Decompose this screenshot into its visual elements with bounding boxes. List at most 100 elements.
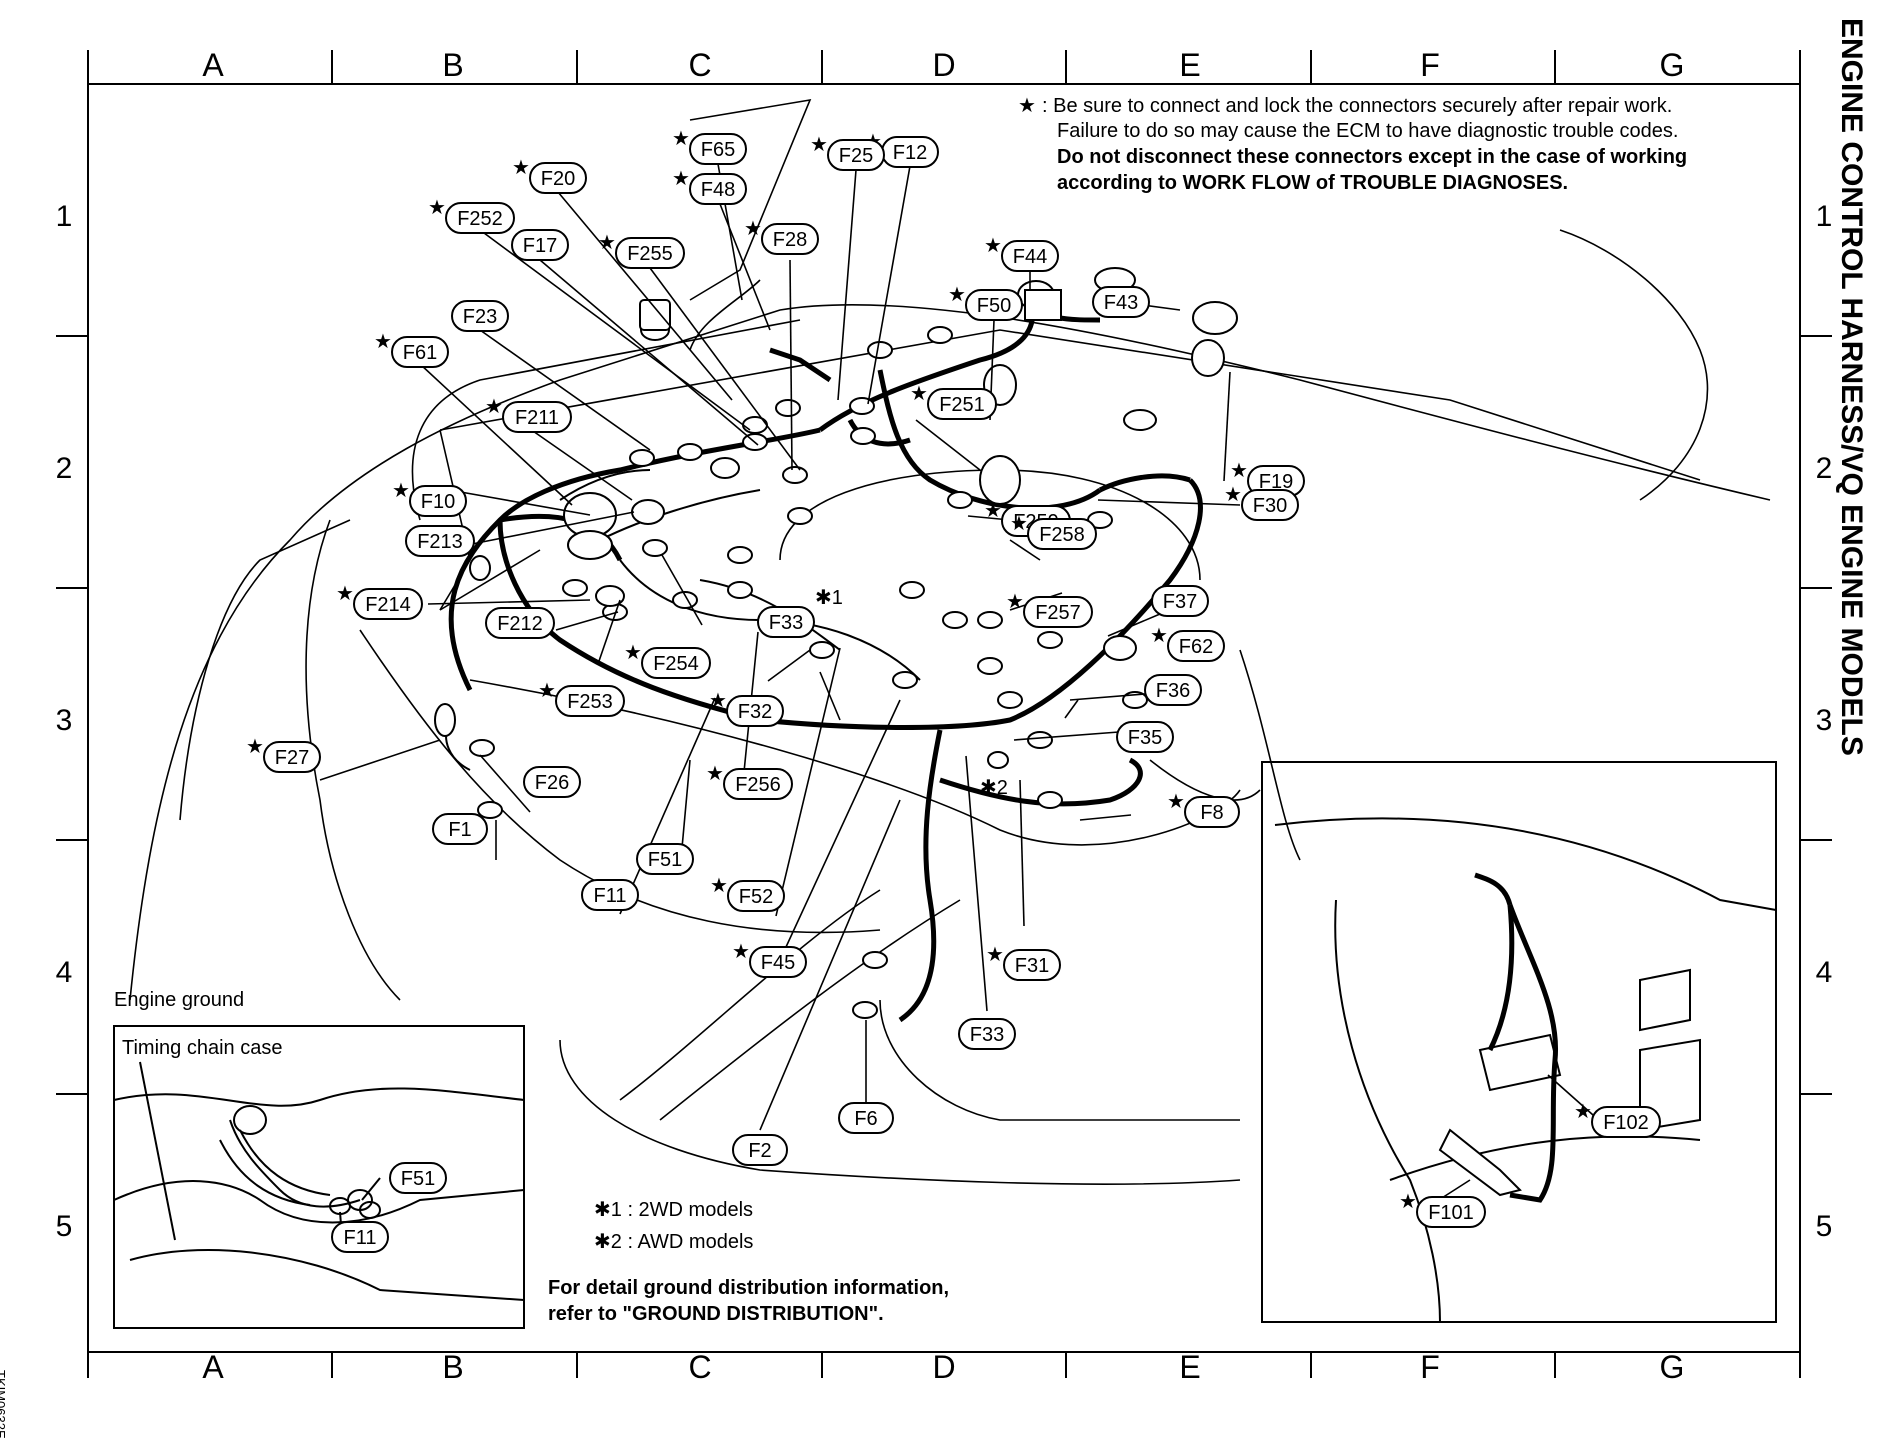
connector-label-frame	[409, 485, 467, 517]
connector-f102: F102 ★	[1574, 1101, 1661, 1138]
connector-f31: F31★	[986, 944, 1061, 981]
connector-f101: F101★	[1399, 1191, 1486, 1228]
connector-label-frame	[502, 401, 572, 433]
star-icon: ★	[1399, 1191, 1417, 1213]
connector-f258: F258★	[1010, 513, 1097, 550]
connector-label-text: F251	[939, 394, 985, 416]
star-icon: ★	[1574, 1101, 1592, 1123]
star-icon: ★	[1150, 625, 1168, 647]
connector-f8: F8★	[1167, 791, 1240, 828]
mark-2: ✱2	[980, 777, 1008, 799]
connector-f61: F61★	[374, 331, 449, 368]
star-icon: ★	[986, 944, 1004, 966]
connector-label-text: F255	[627, 243, 673, 265]
star-icon: ★	[984, 235, 1002, 257]
connector-label-text: F37	[1163, 591, 1197, 613]
star-icon: ★	[910, 383, 928, 405]
connector-label-frame	[1092, 286, 1150, 318]
star-icon: ★	[392, 480, 410, 502]
star-icon: ★	[1010, 513, 1028, 535]
star-icon: ★	[948, 284, 966, 306]
connector-label-frame	[555, 685, 625, 717]
connector-f62: F62 ★	[1150, 625, 1225, 662]
connector-f255: F255★	[598, 232, 685, 269]
connector-label-text: F19	[1259, 471, 1293, 493]
connector-label-frame	[749, 946, 807, 978]
connector-label-frame	[723, 768, 793, 800]
connector-label-text: F254	[653, 653, 699, 675]
note-line-1: : Be sure to connect and lock the connec…	[1042, 95, 1672, 117]
connector-label-text: F35	[1128, 727, 1162, 749]
connector-label-text: F28	[773, 229, 807, 251]
connector-label-text: F102	[1603, 1112, 1649, 1134]
col-label-bottom: C	[688, 1349, 711, 1385]
star-icon: ★	[732, 941, 750, 963]
connector-f20: F20★	[512, 157, 587, 194]
star-icon: ★	[1224, 484, 1242, 506]
connector-f51: F51	[636, 843, 694, 875]
star-icon: ★	[538, 680, 556, 702]
connector-label-frame	[827, 139, 885, 171]
col-label-bottom: G	[1660, 1349, 1685, 1385]
col-label-top: A	[202, 47, 224, 83]
connector-f212: F212	[485, 607, 555, 639]
connector-f257: F257★	[1006, 591, 1093, 628]
connector-f44: F44★	[984, 235, 1059, 272]
note-line-2: Failure to do so may cause the ECM to ha…	[1057, 120, 1678, 142]
connector-label-frame	[636, 843, 694, 875]
connector-f50: F50★	[948, 284, 1023, 321]
connector-label-text: F23	[463, 306, 497, 328]
connector-f251: F251 ★	[910, 383, 997, 420]
col-label-top: G	[1660, 47, 1685, 83]
connector-label-text: F252	[457, 208, 503, 230]
col-label-bottom: E	[1179, 1349, 1200, 1385]
star-icon: ★	[624, 642, 642, 664]
connector-label-frame	[432, 813, 488, 845]
connector-label-frame	[1241, 489, 1299, 521]
connector-f25: F25★	[810, 134, 885, 171]
connector-label-frame	[1151, 585, 1209, 617]
connector-label-text: F61	[403, 342, 437, 364]
connector-f28: F28 ★	[744, 218, 819, 255]
star-icon: ★	[810, 134, 828, 156]
connector-label-text: F213	[417, 531, 463, 553]
connector-f253: F253★	[538, 680, 625, 717]
row-label-left: 5	[56, 1210, 73, 1243]
col-label-top: F	[1420, 47, 1440, 83]
connector-label-text: F2	[748, 1140, 771, 1162]
connector-label-text: F43	[1104, 292, 1138, 314]
connector-label-text: F62	[1179, 636, 1213, 658]
connector-label-frame	[445, 202, 515, 234]
note-line-3: Do not disconnect these connectors excep…	[1057, 146, 1687, 168]
connector-label-frame	[726, 695, 784, 727]
connector-label-frame	[615, 237, 685, 269]
star-icon: ★	[1230, 460, 1248, 482]
connector-label-frame	[757, 606, 815, 638]
row-label-right: 5	[1816, 1210, 1833, 1243]
connector-f17: F17	[511, 229, 569, 261]
col-label-bottom: B	[442, 1349, 463, 1385]
connector-label-text: F1	[448, 819, 471, 841]
connector-label-frame	[391, 336, 449, 368]
col-label-top: C	[688, 47, 711, 83]
connector-label-frame	[965, 289, 1023, 321]
connector-label-frame	[1003, 949, 1061, 981]
connector-label-frame	[958, 1018, 1016, 1050]
connector-f27: F27★	[246, 736, 321, 773]
inset-ground-caption: Timing chain case	[122, 1037, 282, 1059]
mark-1: ✱1	[815, 587, 843, 609]
connector-label-text: F65	[701, 139, 735, 161]
connector-label-text: F20	[541, 168, 575, 190]
connector-f45: F45★	[732, 941, 807, 978]
star-icon: ★	[672, 168, 690, 190]
legend-ground-line-2: refer to "GROUND DISTRIBUTION".	[548, 1303, 884, 1325]
connector-label-frame	[727, 880, 785, 912]
connector-f252: F252★	[428, 197, 515, 234]
connector-label-text: F51	[401, 1168, 435, 1190]
connector-label-text: F48	[701, 179, 735, 201]
connector-f32: F32★	[709, 690, 784, 727]
star-icon: ★	[744, 218, 762, 240]
star-icon: ★	[246, 736, 264, 758]
connector-f11: F11	[581, 879, 639, 911]
